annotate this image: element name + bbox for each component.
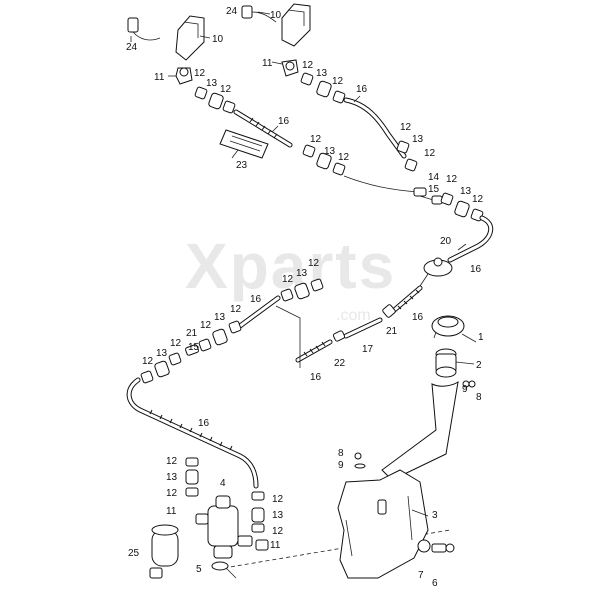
label-9: 9 [338, 460, 344, 471]
label-12: 12 [170, 338, 182, 349]
label-12: 12 [166, 488, 178, 499]
t-piece [343, 175, 443, 205]
label-13: 13 [166, 472, 178, 483]
label-24: 24 [126, 42, 138, 53]
nozzle-right [241, 3, 311, 77]
label-12: 12 [308, 258, 320, 269]
reservoir-tank [337, 380, 459, 579]
label-16: 16 [356, 84, 368, 95]
label-4: 4 [220, 478, 226, 489]
label-8: 8 [338, 448, 344, 459]
connector-row-upper [140, 278, 324, 384]
foam-pad [219, 129, 269, 159]
label-14: 14 [428, 172, 440, 183]
hose-right-bend [447, 215, 494, 263]
label-12: 12 [194, 68, 206, 79]
washer-pump [195, 495, 253, 559]
nozzle-left [127, 15, 205, 85]
label-12: 12 [272, 494, 284, 505]
label-15: 15 [188, 342, 200, 353]
pump-25 [149, 524, 179, 579]
label-12: 12 [166, 456, 178, 467]
label-12: 12 [200, 320, 212, 331]
label-15: 15 [428, 184, 440, 195]
label-11: 11 [154, 72, 165, 83]
label-25: 25 [128, 548, 140, 559]
label-17: 17 [362, 344, 374, 355]
label-11: 11 [166, 506, 177, 517]
label-16: 16 [278, 116, 290, 127]
label-13: 13 [316, 68, 328, 79]
connector-set-middle [302, 140, 418, 176]
ribbed-hose-lower [126, 377, 259, 489]
label-12: 12 [332, 76, 344, 87]
hose-upper-right [343, 97, 407, 159]
label-13: 13 [156, 348, 168, 359]
label-22: 22 [334, 358, 346, 369]
label-10: 10 [270, 10, 282, 21]
label-1: 1 [478, 332, 484, 343]
pump-connectors [185, 457, 269, 551]
label-8: 8 [476, 392, 482, 403]
label-16: 16 [470, 264, 482, 275]
ribbed-hose-centre-right [382, 285, 423, 318]
label-12: 12 [230, 304, 242, 315]
ribbed-hose-centre [295, 339, 333, 363]
grommet [417, 539, 455, 553]
label-12: 12 [424, 148, 436, 159]
ribbed-hose-upper [233, 109, 293, 148]
label-2: 2 [476, 360, 482, 371]
label-11: 11 [262, 58, 273, 69]
filler-cap [431, 315, 465, 339]
label-12: 12 [302, 60, 314, 71]
hose-17 [332, 317, 383, 342]
part-labels: 24 10 24 10 11 12 13 12 11 12 13 12 16 1… [126, 6, 484, 589]
label-10: 10 [212, 34, 224, 45]
label-6: 6 [432, 578, 438, 589]
label-24: 24 [226, 6, 238, 17]
level-sensor [435, 348, 457, 378]
label-12: 12 [472, 194, 484, 205]
label-12: 12 [142, 356, 154, 367]
label-13: 13 [206, 78, 218, 89]
label-12: 12 [310, 134, 322, 145]
label-13: 13 [460, 186, 472, 197]
watermark-domain: .com [336, 307, 371, 324]
label-12: 12 [338, 152, 350, 163]
label-20: 20 [440, 236, 452, 247]
label-12: 12 [446, 174, 458, 185]
label-13: 13 [296, 268, 308, 279]
label-16: 16 [412, 312, 424, 323]
label-12: 12 [282, 274, 294, 285]
label-leaders [130, 11, 477, 517]
label-16: 16 [198, 418, 210, 429]
small-bolts [354, 380, 476, 469]
label-21: 21 [386, 326, 398, 337]
check-valve [419, 257, 453, 287]
label-23: 23 [236, 160, 248, 171]
label-12: 12 [220, 84, 232, 95]
label-11: 11 [270, 540, 281, 551]
label-16: 16 [310, 372, 322, 383]
label-21: 21 [186, 328, 198, 339]
label-16: 16 [250, 294, 262, 305]
label-3: 3 [432, 510, 438, 521]
label-13: 13 [214, 312, 226, 323]
label-9: 9 [462, 384, 468, 395]
label-12: 12 [272, 526, 284, 537]
label-5: 5 [196, 564, 202, 575]
label-13: 13 [272, 510, 284, 521]
connector-set-top-right [300, 72, 346, 104]
label-7: 7 [418, 570, 424, 581]
pump-seal [211, 561, 229, 571]
label-13: 13 [324, 146, 336, 157]
connector-set-top-left [194, 86, 236, 114]
label-12: 12 [400, 122, 412, 133]
label-13: 13 [412, 134, 424, 145]
